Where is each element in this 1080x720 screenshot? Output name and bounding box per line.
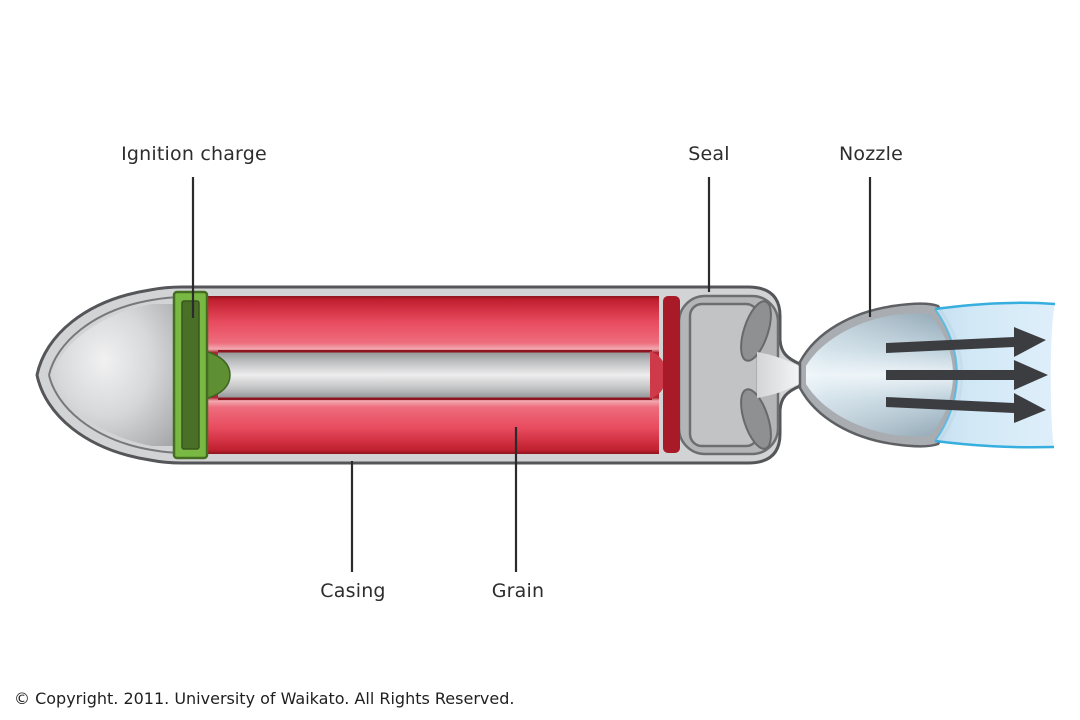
- plume-edge-top: [934, 301, 1056, 311]
- grain-end-cap: [663, 296, 680, 453]
- grain-bore-end: [650, 351, 666, 399]
- plume-edge-bottom: [934, 439, 1055, 449]
- copyright-text: © Copyright. 2011. University of Waikato…: [14, 689, 515, 708]
- ignition-charge-bulge: [204, 349, 231, 401]
- nose-cone: [52, 304, 176, 446]
- grain-shape-top: [207, 296, 659, 353]
- thrust-arrow-top: [886, 327, 1046, 357]
- label-nozzle: Nozzle: [839, 143, 903, 165]
- grain-shape-bottom: [207, 397, 659, 454]
- nozzle-entry-shadow-top: [740, 300, 772, 362]
- grain-bore-edge-top: [218, 350, 652, 353]
- label-grain: Grain: [491, 580, 545, 602]
- grain-bore: [218, 351, 652, 399]
- nose-inner-wall-bottom: [48, 374, 186, 454]
- thrust-arrow-middle: [886, 360, 1048, 390]
- grain-bore-edge-bottom: [218, 397, 652, 400]
- nozzle-entry-shadow-bottom: [740, 388, 772, 450]
- label-seal: Seal: [688, 143, 730, 165]
- thrust-arrow-bottom: [886, 393, 1046, 423]
- ignition-charge-core: [181, 300, 200, 450]
- nozzle-throat: [757, 352, 801, 398]
- label-ignition-charge: Ignition charge: [121, 143, 267, 165]
- label-casing: Casing: [320, 580, 386, 602]
- nose-inner-wall-top: [48, 296, 186, 376]
